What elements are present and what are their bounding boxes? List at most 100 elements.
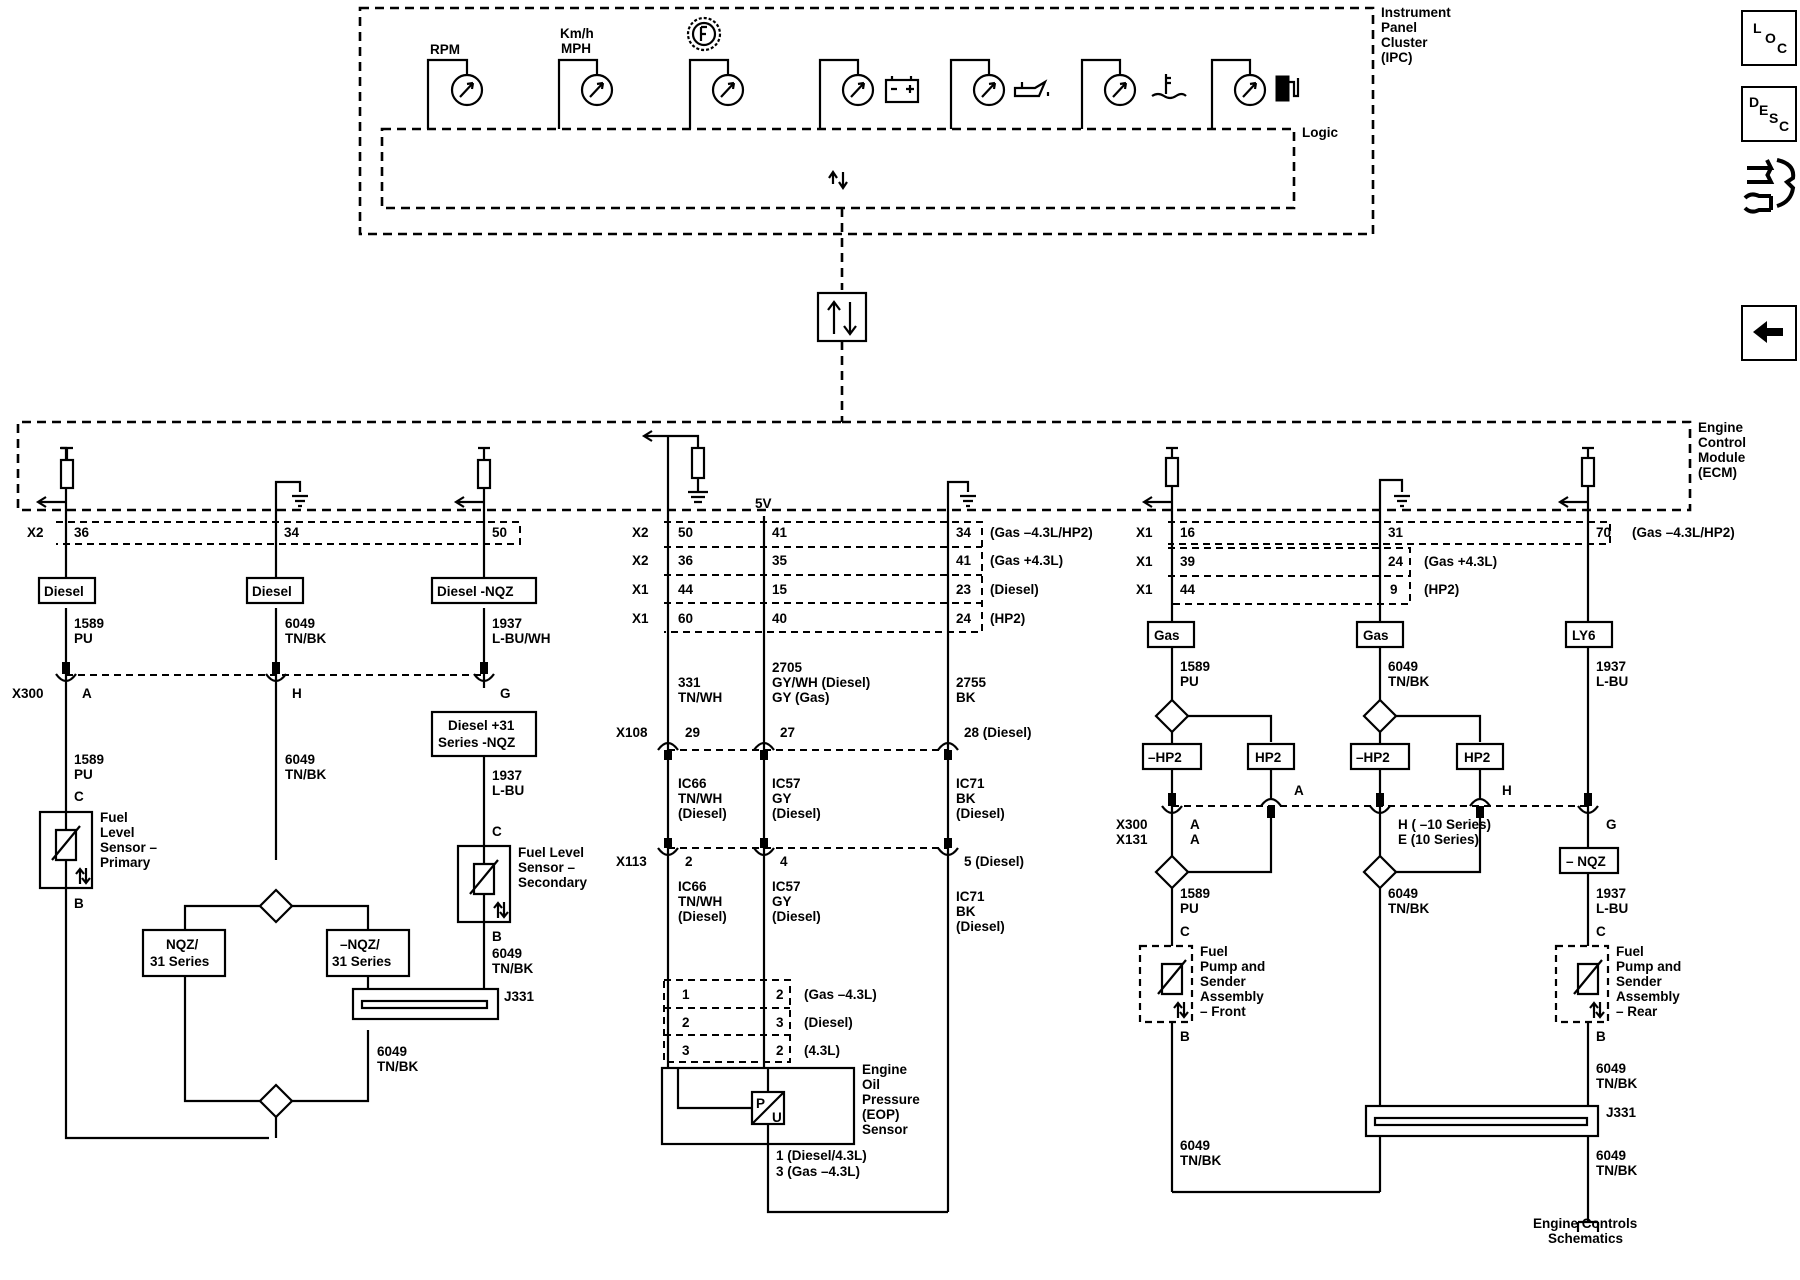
- opt-hp2-1-label: HP2: [1255, 750, 1281, 765]
- wire-6049-d: 6049: [377, 1044, 407, 1059]
- r-wire-6049-b: 6049: [1388, 886, 1418, 901]
- description-button[interactable]: D E S C: [1741, 86, 1797, 142]
- mid-row2-p1: 36: [678, 553, 694, 568]
- opt-nqz-31: [141, 928, 227, 978]
- wire-1937-color: L-BU/WH: [492, 631, 550, 646]
- wire-6049-d-color: TN/BK: [377, 1059, 418, 1074]
- mid-row1-p2: 41: [772, 525, 788, 540]
- primary-pin-c: C: [74, 789, 84, 804]
- wire-1589-b-color: PU: [74, 767, 93, 782]
- mid-row2-note: (Gas +4.3L): [990, 553, 1063, 568]
- mid-row1-note: (Gas –4.3L/HP2): [990, 525, 1093, 540]
- mid-row4-p3: 24: [956, 611, 972, 626]
- connector-repair-icon[interactable]: [1741, 152, 1797, 218]
- mid-row2-conn: X2: [632, 553, 649, 568]
- gauge-rpm-icon: RPM: [426, 42, 484, 129]
- opt-diesel-31-1: Diesel +31: [448, 718, 515, 733]
- kmh-label: Km/h: [560, 26, 594, 41]
- r-row3-conn: X1: [1136, 582, 1153, 597]
- back-button[interactable]: [1741, 305, 1797, 361]
- wire-6049-c: 6049: [492, 946, 522, 961]
- opt-not-hp2-2-label: –HP2: [1356, 750, 1390, 765]
- opt-not-nqz-31: [325, 928, 411, 978]
- loc-o: O: [1765, 30, 1776, 46]
- wire-1937-b-color: L-BU: [492, 783, 524, 798]
- opt-not-hp2-1: [1141, 742, 1203, 771]
- r-wire-6049-e-color: TN/BK: [1596, 1163, 1637, 1178]
- ecm-5v-label: 5V: [755, 496, 772, 511]
- mid-row1-p1: 50: [678, 525, 693, 540]
- r-wire-6049-d: 6049: [1180, 1138, 1210, 1153]
- primary-label-4: Primary: [100, 855, 151, 870]
- gauge-transmission-icon: [686, 16, 745, 129]
- ic71-b-2: BK: [956, 904, 976, 919]
- location-button[interactable]: L O C: [1741, 10, 1797, 66]
- sens-r2-note: (Diesel): [804, 1015, 853, 1030]
- back-arrow-icon: [1753, 321, 1783, 343]
- ic71-b-3: (Diesel): [956, 919, 1005, 934]
- mid-row3-p1: 44: [678, 582, 694, 597]
- pin-36: 36: [74, 525, 90, 540]
- mid-rows: X2 50 41 34 (Gas –4.3L/HP2) X2 36 35 41 …: [632, 525, 1093, 626]
- mid-row4-conn: X1: [632, 611, 649, 626]
- ic57-b-2: GY: [772, 894, 792, 909]
- j331-left-label: J331: [504, 989, 535, 1004]
- mid-row4-p2: 40: [772, 611, 787, 626]
- r-wire-6049-b-color: TN/BK: [1388, 901, 1429, 916]
- opt-gas-1-label: Gas: [1154, 628, 1180, 643]
- opt-gas-2: [1355, 620, 1405, 649]
- r-wire-1589-color: PU: [1180, 674, 1199, 689]
- front-label-1: Fuel: [1200, 944, 1228, 959]
- opt-hp2-2-label: HP2: [1464, 750, 1490, 765]
- primary-label-2: Level: [100, 825, 135, 840]
- ipc-module: Instrument Panel Cluster (IPC) Logic RPM…: [358, 5, 1451, 422]
- opt-diesel-nqz: [430, 576, 538, 605]
- wire-2705-color2: GY (Gas): [772, 690, 830, 705]
- x131-pin-a: A: [1190, 832, 1200, 847]
- ic71-a-2: BK: [956, 791, 976, 806]
- x300-pin-g: G: [500, 686, 511, 701]
- mid-row3-p3: 23: [956, 582, 972, 597]
- rear-label-3: Sender: [1616, 974, 1663, 989]
- wire-1589-color: PU: [74, 631, 93, 646]
- x108-pin-28: 28 (Diesel): [964, 725, 1032, 740]
- r-wire-1937: 1937: [1596, 659, 1626, 674]
- nqz-2: 31 Series: [150, 954, 209, 969]
- ic66-b-2: TN/WH: [678, 894, 722, 909]
- sens-r2-a: 2: [682, 1015, 690, 1030]
- eop-label-1: Engine: [862, 1062, 907, 1077]
- mid-oil-pressure-circuit: X2 50 41 34 (Gas –4.3L/HP2) X2 36 35 41 …: [616, 430, 1093, 1214]
- r-wire-1589: 1589: [1180, 659, 1210, 674]
- x2-left-label: X2: [27, 525, 44, 540]
- opt-ly6-label: LY6: [1572, 628, 1596, 643]
- nnqz-2: 31 Series: [332, 954, 391, 969]
- x108-label: X108: [616, 725, 648, 740]
- j331-left: [351, 987, 500, 1021]
- mid-row1-conn: X2: [632, 525, 649, 540]
- front-label-4: Assembly: [1200, 989, 1264, 1004]
- pin-50: 50: [492, 525, 507, 540]
- secondary-pin-c: C: [492, 824, 502, 839]
- r-wire-1937-b: 1937: [1596, 886, 1626, 901]
- x300-pin-g-right: G: [1606, 817, 1617, 832]
- rear-label-2: Pump and: [1616, 959, 1681, 974]
- x300-pin-h: H: [292, 686, 302, 701]
- wire-2755-color: BK: [956, 690, 976, 705]
- ecm-title-4: (ECM): [1698, 465, 1737, 480]
- r-wire-6049-c: 6049: [1596, 1061, 1626, 1076]
- sens-r1-b: 2: [776, 987, 784, 1002]
- x300-left-label: X300: [12, 686, 44, 701]
- r-row1-note: (Gas –4.3L/HP2): [1632, 525, 1735, 540]
- mph-label: MPH: [561, 41, 591, 56]
- ecm-title-3: Module: [1698, 450, 1746, 465]
- wire-1589-b: 1589: [74, 752, 104, 767]
- rear-pin-b: B: [1596, 1029, 1606, 1044]
- mid-row4-p1: 60: [678, 611, 693, 626]
- sens-r1-a: 1: [682, 987, 690, 1002]
- wire-6049-b-color: TN/BK: [285, 767, 326, 782]
- r-wire-1589-b: 1589: [1180, 886, 1210, 901]
- secondary-pin-b: B: [492, 929, 502, 944]
- r-wire-1589-b-color: PU: [1180, 901, 1199, 916]
- opt-not-nqz-right: [1558, 846, 1620, 875]
- front-pin-c: C: [1180, 924, 1190, 939]
